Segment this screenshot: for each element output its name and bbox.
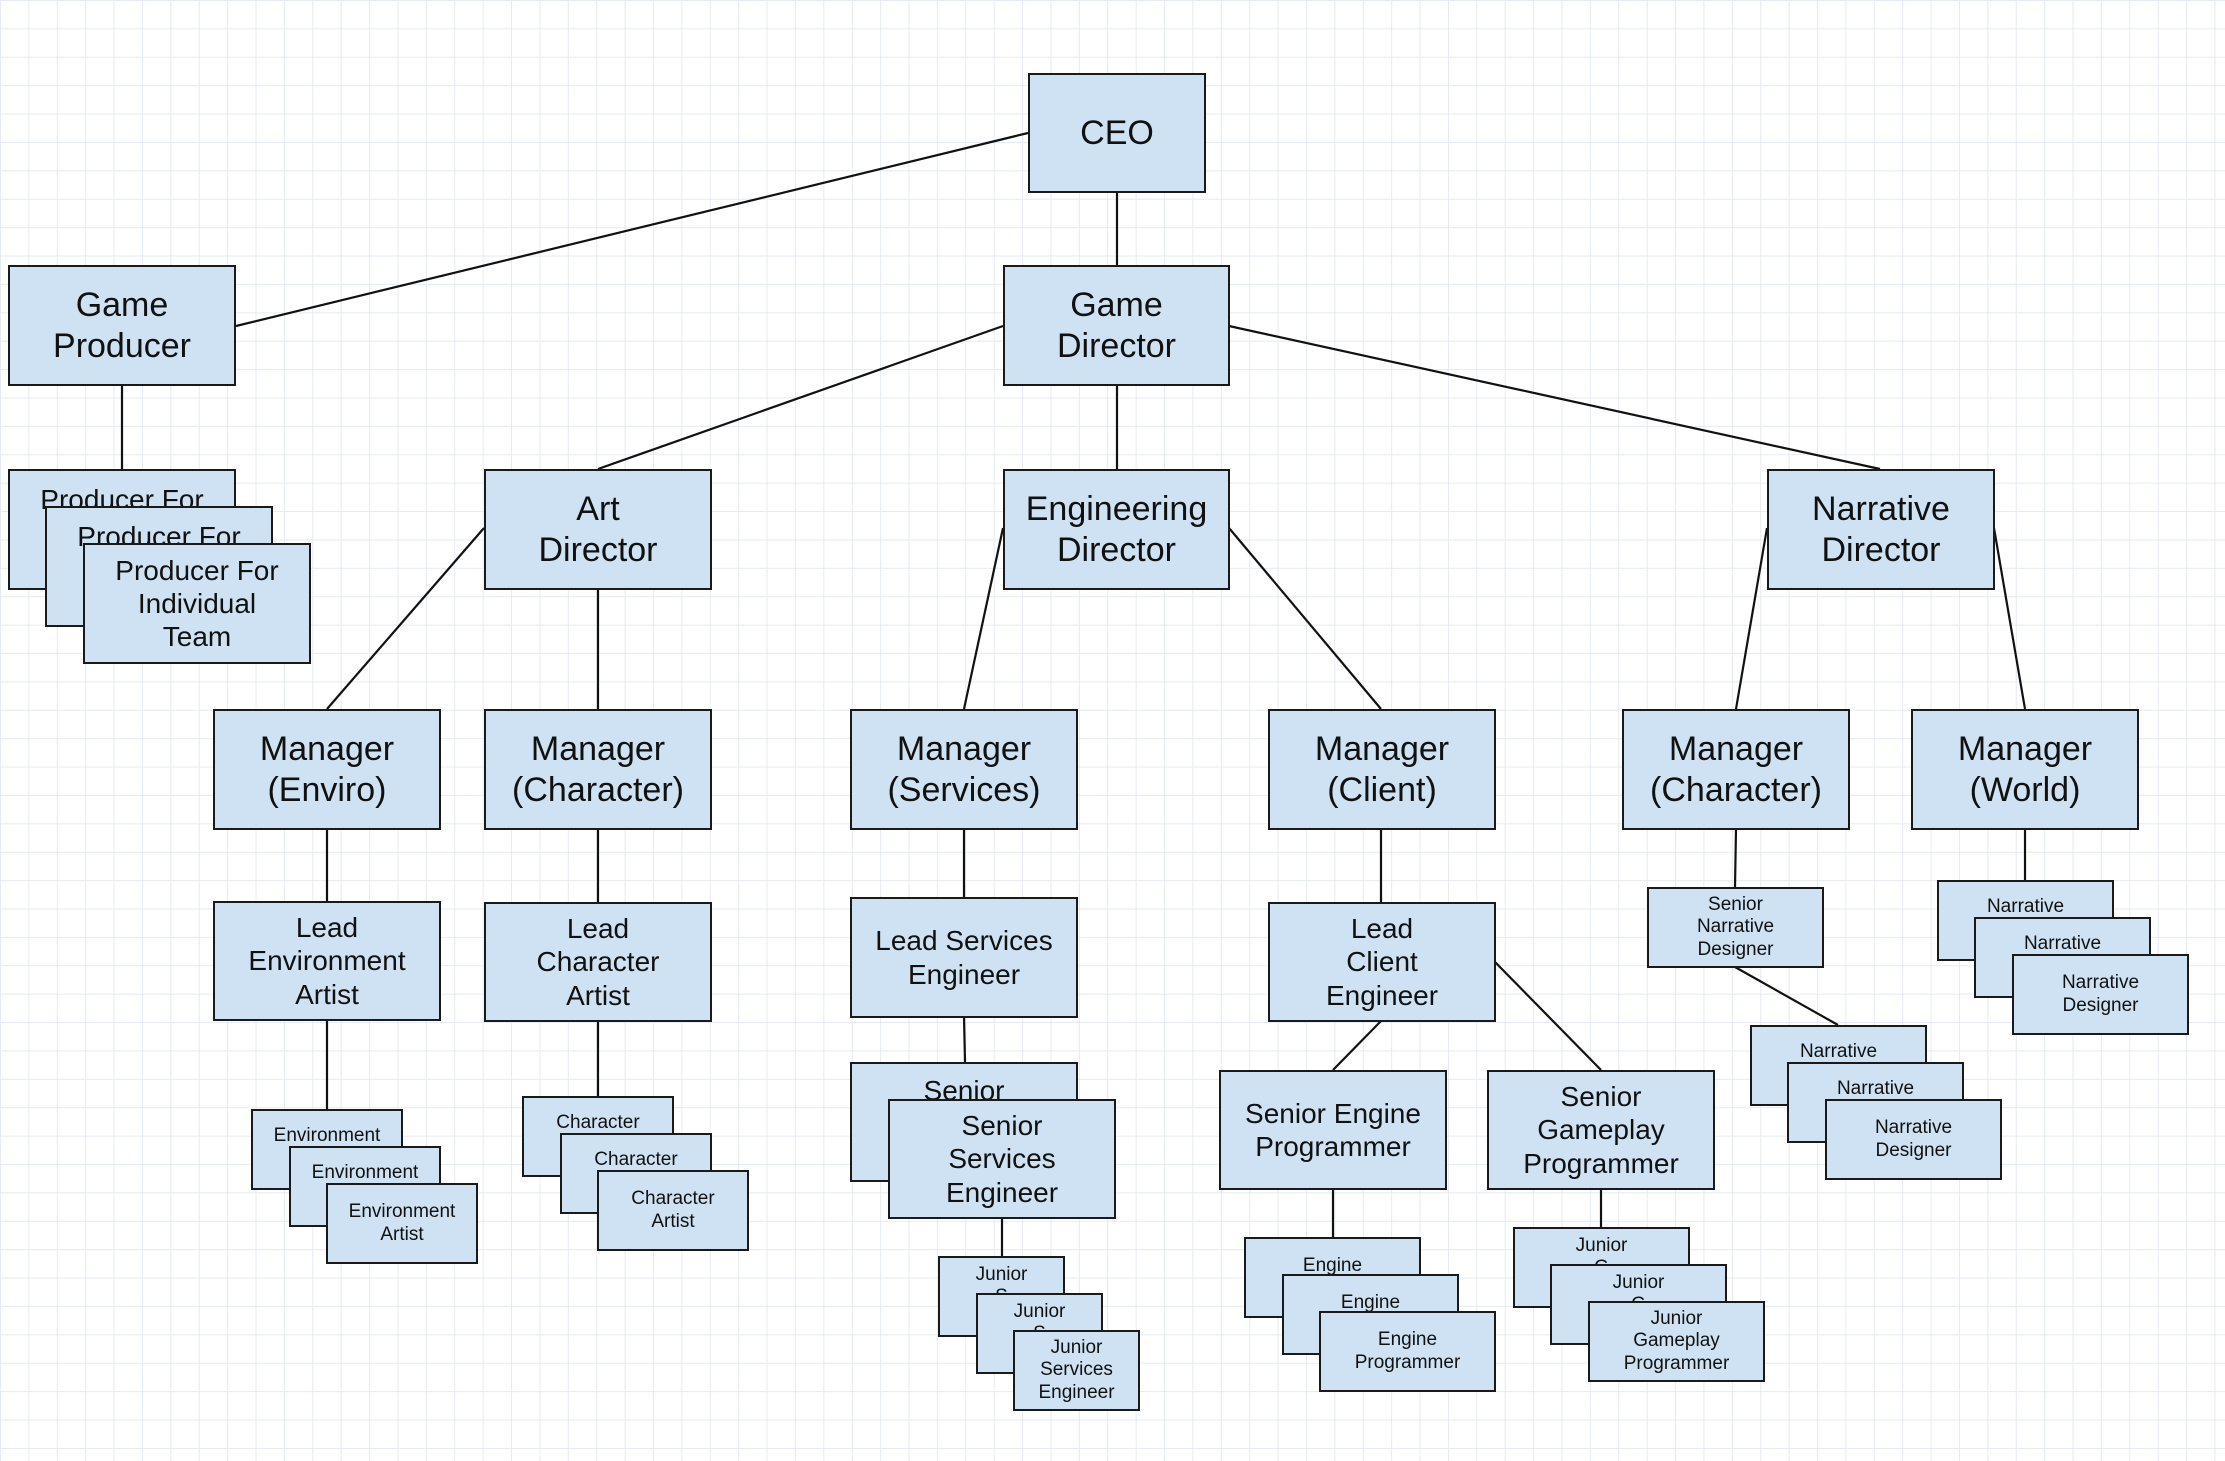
org-node-engine-programmer: Engine Programmer — [1319, 1311, 1496, 1392]
org-node-engineering-director: Engineering Director — [1003, 469, 1230, 590]
connector-ceo-game-producer — [235, 131, 1029, 328]
org-node-lead-character-artist: Lead Character Artist — [484, 902, 712, 1022]
org-node-manager-world: Manager (World) — [1911, 709, 2139, 830]
connector-narrative-director-manager-world — [1992, 527, 2027, 710]
connector-engineering-director-manager-client — [1228, 527, 1382, 710]
org-node-senior-engine-programmer: Senior Engine Programmer — [1219, 1070, 1447, 1190]
org-node-lead-services-engineer: Lead Services Engineer — [850, 897, 1078, 1018]
org-node-game-producer: Game Producer — [8, 265, 236, 386]
org-node-narrative-director: Narrative Director — [1767, 469, 1995, 590]
org-node-ceo: CEO — [1028, 73, 1206, 193]
org-node-senior-narrative-designer: Senior Narrative Designer — [1647, 887, 1824, 968]
org-node-manager-enviro: Manager (Enviro) — [213, 709, 441, 830]
org-node-character-artist: Character Artist — [597, 1170, 749, 1251]
org-node-narrative-designer-world: Narrative Designer — [2012, 954, 2189, 1035]
connector-engineering-director-manager-services — [962, 527, 1005, 710]
connector-senior-narrative-narrative — [1734, 966, 1839, 1026]
org-node-senior-gameplay-programmer: Senior Gameplay Programmer — [1487, 1070, 1715, 1190]
connector-manager-character-senior-narrative — [1733, 828, 1738, 888]
org-node-senior-services-engineer: Senior Services Engineer — [888, 1099, 1116, 1219]
connector-game-director-art-director — [597, 324, 1004, 471]
org-node-junior-gameplay-programmer: Junior Gameplay Programmer — [1588, 1301, 1765, 1382]
org-node-manager-services: Manager (Services) — [850, 709, 1078, 830]
connector-lead-client-senior-gameplay — [1494, 961, 1602, 1071]
org-node-narrative-designer-char: Narrative Designer — [1825, 1099, 2002, 1180]
org-node-manager-client: Manager (Client) — [1268, 709, 1496, 830]
connector-art-director-manager-enviro — [326, 527, 485, 710]
org-node-lead-client-engineer: Lead Client Engineer — [1268, 902, 1496, 1022]
org-node-lead-environment-artist: Lead Environment Artist — [213, 901, 441, 1021]
org-node-art-director: Art Director — [484, 469, 712, 590]
org-node-game-director: Game Director — [1003, 265, 1230, 386]
org-node-environment-artist: Environment Artist — [326, 1183, 478, 1264]
connector-lead-services-senior — [962, 1016, 967, 1063]
connector-lead-client-senior-engine — [1332, 1020, 1382, 1071]
org-node-manager-character-narrative: Manager (Character) — [1622, 709, 1850, 830]
org-node-producer-individual-team: Producer For Individual Team — [83, 543, 311, 664]
org-node-manager-character-art: Manager (Character) — [484, 709, 712, 830]
connector-narrative-director-manager-character — [1734, 527, 1769, 710]
connector-game-director-narrative-director — [1228, 324, 1881, 471]
org-node-junior-services-engineer: Junior Services Engineer — [1013, 1330, 1140, 1411]
